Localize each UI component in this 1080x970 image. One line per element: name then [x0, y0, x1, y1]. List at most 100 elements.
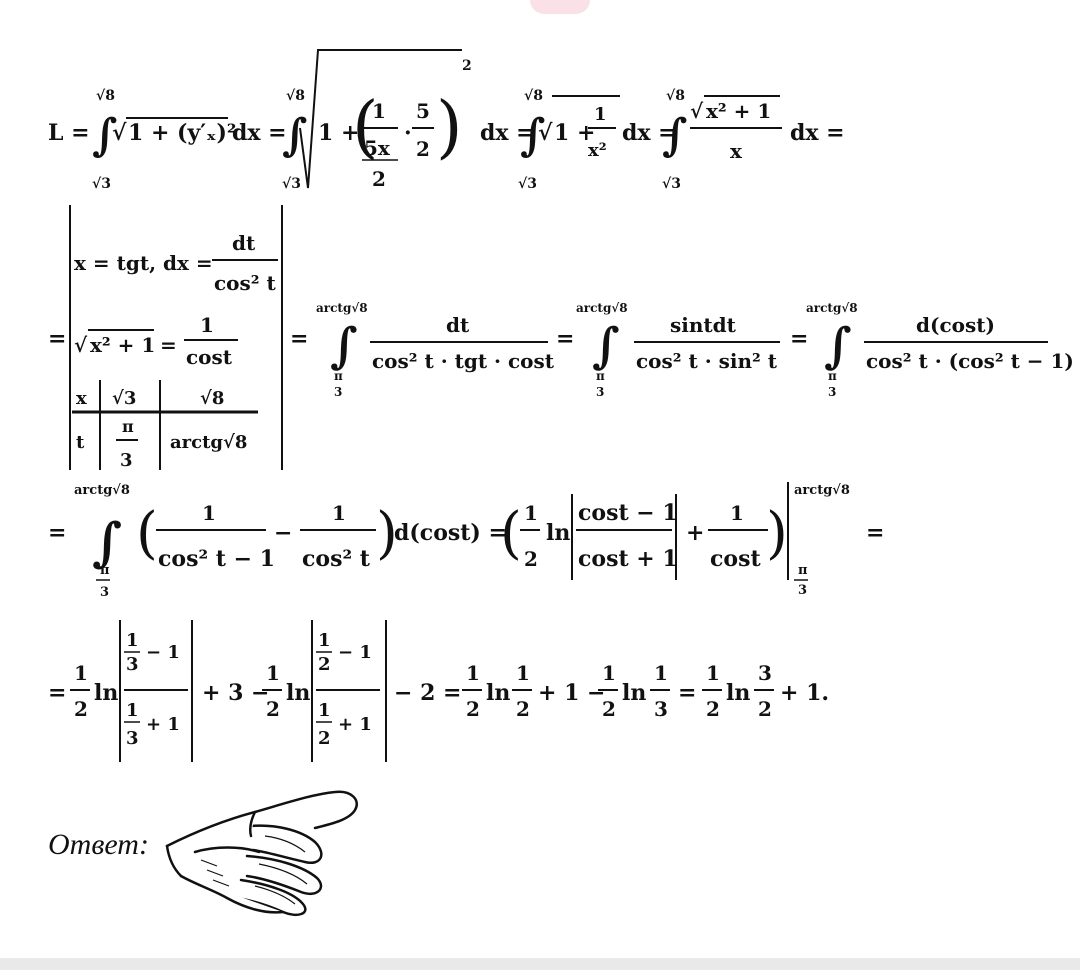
- svg-text:π: π: [828, 369, 837, 383]
- svg-text:π: π: [122, 417, 134, 436]
- svg-text:2: 2: [758, 697, 772, 721]
- svg-text:cost + 1: cost + 1: [578, 546, 678, 572]
- svg-text:1 +: 1 +: [554, 120, 595, 146]
- svg-text:arctg√8: arctg√8: [794, 483, 850, 498]
- svg-text:cost: cost: [186, 345, 233, 369]
- svg-text:+ 1.: + 1.: [780, 680, 829, 706]
- svg-text:=: =: [48, 520, 66, 546]
- svg-text:cos² t − 1: cos² t − 1: [158, 546, 275, 572]
- svg-text:1: 1: [266, 661, 280, 685]
- svg-text:dt: dt: [446, 313, 470, 337]
- svg-text:2: 2: [266, 697, 280, 721]
- svg-text:1: 1: [602, 661, 616, 685]
- svg-text:arctg√8: arctg√8: [576, 301, 628, 315]
- svg-text:∫: ∫: [330, 318, 358, 374]
- svg-text:π: π: [100, 563, 110, 578]
- svg-text:(: (: [136, 501, 158, 566]
- svg-text:1: 1: [706, 661, 720, 685]
- svg-text:ln: ln: [546, 520, 570, 546]
- decorative-top-mark: [530, 0, 590, 14]
- svg-text:π: π: [334, 369, 343, 383]
- svg-text:3: 3: [596, 385, 604, 399]
- svg-text:dx =: dx =: [480, 120, 535, 146]
- svg-text:2: 2: [462, 58, 472, 74]
- svg-text:∫: ∫: [592, 318, 620, 374]
- svg-text:1: 1: [516, 661, 530, 685]
- svg-text:5x: 5x: [364, 136, 391, 160]
- svg-text:1: 1: [200, 313, 214, 337]
- svg-text:− 1: − 1: [146, 642, 180, 663]
- svg-text:π: π: [596, 369, 605, 383]
- svg-text:√3: √3: [282, 176, 301, 192]
- svg-text:ln: ln: [622, 680, 646, 706]
- svg-text:cost − 1: cost − 1: [578, 500, 678, 526]
- svg-text:π: π: [798, 563, 808, 578]
- svg-text:=: =: [678, 680, 696, 706]
- svg-text:t: t: [76, 432, 85, 453]
- svg-text:1 +: 1 +: [318, 120, 359, 146]
- svg-text:+ 1 −: + 1 −: [538, 680, 606, 706]
- svg-text:arctg√8: arctg√8: [170, 432, 247, 453]
- svg-text:arctg√8: arctg√8: [316, 301, 368, 315]
- svg-text:x²: x²: [588, 140, 607, 161]
- svg-text:2: 2: [516, 697, 530, 721]
- svg-text:2: 2: [466, 697, 480, 721]
- svg-text:cos² t · tgt · cost: cos² t · tgt · cost: [372, 349, 555, 373]
- svg-text:√3: √3: [92, 176, 111, 192]
- svg-text:3: 3: [758, 661, 772, 685]
- svg-text:3: 3: [100, 585, 109, 600]
- svg-text:ln: ln: [726, 680, 750, 706]
- svg-text:2: 2: [416, 137, 430, 161]
- formula-line-4: = 1 2 ln 1 3 − 1 1 3 + 1 + 3 − 1 2 ln 1 …: [48, 620, 829, 762]
- svg-text:√3: √3: [662, 176, 681, 192]
- svg-text:arctg√8: arctg√8: [74, 483, 130, 498]
- svg-text:d(cost): d(cost): [916, 313, 995, 337]
- svg-text:1: 1: [126, 630, 139, 651]
- svg-text:∫: ∫: [520, 110, 545, 161]
- svg-text:x² + 1: x² + 1: [706, 99, 771, 123]
- svg-text:+ 1: + 1: [146, 714, 180, 735]
- svg-text:=: =: [160, 333, 177, 357]
- svg-text:x² + 1: x² + 1: [90, 333, 155, 357]
- svg-text:dx =: dx =: [622, 120, 677, 146]
- svg-text:+ 1: + 1: [338, 714, 372, 735]
- svg-text:1: 1: [372, 99, 386, 123]
- svg-text:1: 1: [318, 630, 331, 651]
- svg-text:1: 1: [74, 661, 88, 685]
- formula-line-2: = x = tgt, dx = dt cos² t √ x² + 1 = 1 c…: [48, 205, 1074, 471]
- svg-text:1: 1: [654, 661, 668, 685]
- svg-text:√: √: [538, 120, 553, 146]
- svg-text:1: 1: [524, 501, 538, 525]
- svg-text:): ): [436, 88, 463, 167]
- svg-text:3: 3: [828, 385, 836, 399]
- svg-text:+: +: [686, 520, 704, 546]
- svg-text:cos² t: cos² t: [214, 271, 277, 295]
- svg-text:∫: ∫: [824, 318, 852, 374]
- svg-text:3: 3: [334, 385, 342, 399]
- svg-text:2: 2: [602, 697, 616, 721]
- svg-text:√8: √8: [200, 388, 224, 409]
- svg-text:3: 3: [126, 654, 139, 675]
- svg-text:5: 5: [416, 99, 430, 123]
- fist-hand-icon: [165, 790, 358, 916]
- svg-text:dt: dt: [232, 231, 256, 255]
- svg-text:=: =: [48, 680, 66, 706]
- svg-text:dx =: dx =: [790, 120, 845, 146]
- svg-text:L =: L =: [48, 120, 90, 146]
- svg-text:1: 1: [466, 661, 480, 685]
- svg-text:=: =: [790, 326, 808, 352]
- svg-text:√: √: [690, 99, 704, 123]
- svg-text:x: x: [76, 388, 87, 409]
- svg-text:√8: √8: [96, 88, 115, 104]
- svg-text:√: √: [112, 120, 127, 146]
- svg-text:cos² t · (cos² t − 1): cos² t · (cos² t − 1): [866, 349, 1074, 373]
- svg-text:+ 3 −: + 3 −: [202, 680, 270, 706]
- svg-text:1: 1: [126, 700, 139, 721]
- svg-text:2: 2: [74, 697, 88, 721]
- formula-line-3: = ∫ arctg√8 π 3 ( 1 cos² t − 1 − 1 cos² …: [48, 482, 884, 600]
- svg-text:3: 3: [654, 697, 668, 721]
- svg-text:ln: ln: [286, 680, 310, 706]
- svg-text:cos² t: cos² t: [302, 546, 371, 572]
- svg-text:2: 2: [524, 547, 538, 571]
